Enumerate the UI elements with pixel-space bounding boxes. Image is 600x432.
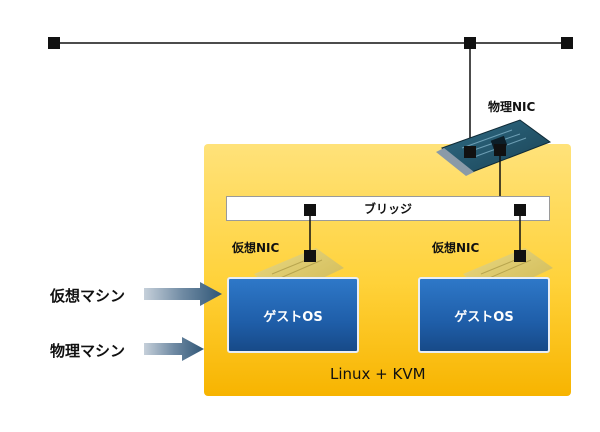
guest-os-right-box: ゲストOS	[418, 277, 550, 353]
guest-os-right-label: ゲストOS	[454, 309, 514, 325]
virtual-nic-port-right	[514, 250, 526, 262]
physical-machine-arrow	[144, 337, 204, 361]
physical-nic-label: 物理NIC	[488, 100, 536, 114]
virtual-machine-label: 仮想マシン	[50, 287, 126, 305]
bridge-box: ブリッジ	[226, 196, 550, 221]
network-node-right	[561, 37, 573, 49]
physical-nic-port-a	[464, 146, 476, 158]
virtual-nic-port-left	[304, 250, 316, 262]
bridge-port-left	[304, 204, 316, 216]
guest-os-left-box: ゲストOS	[227, 277, 359, 353]
bridge-label: ブリッジ	[363, 202, 412, 216]
guest-os-left-label: ゲストOS	[263, 309, 323, 325]
physical-nic-port-b	[494, 144, 506, 156]
host-label: Linux + KVM	[330, 365, 426, 383]
bridge-port-right	[514, 204, 526, 216]
physical-machine-label: 物理マシン	[50, 342, 126, 360]
network-node-left	[48, 37, 60, 49]
virtual-nic-left-label: 仮想NIC	[232, 241, 280, 255]
virtual-nic-right-label: 仮想NIC	[432, 241, 480, 255]
virtual-machine-arrow	[144, 282, 222, 306]
